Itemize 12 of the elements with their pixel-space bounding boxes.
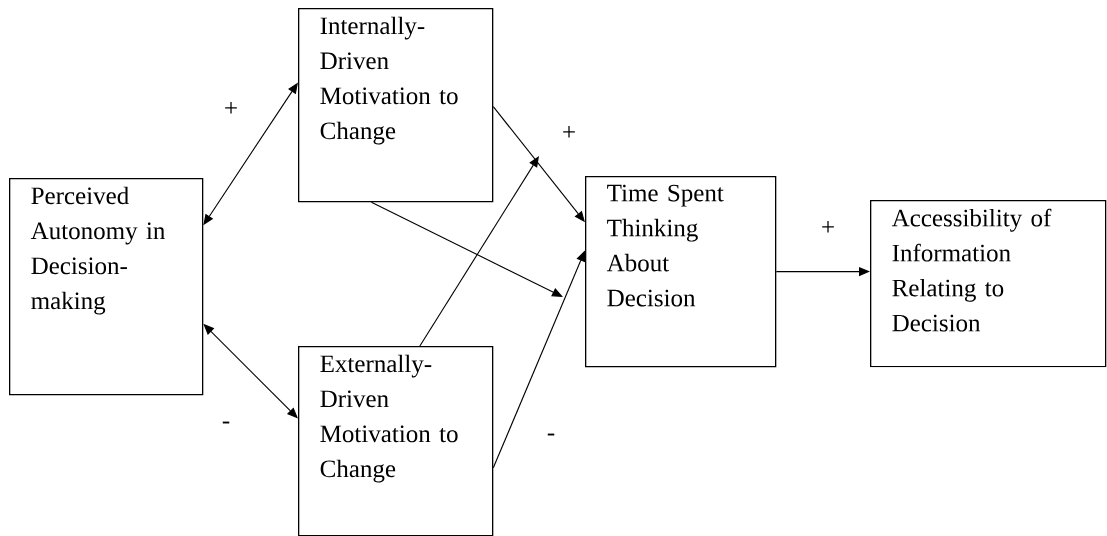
edge-label: + xyxy=(222,100,240,118)
concept-box: Internally-Driven Motivation to Change xyxy=(298,8,494,203)
concept-box: Perceived Autonomy in Decision-making xyxy=(9,178,204,396)
concept-box: Time Spent Thinking About Decision xyxy=(585,176,777,368)
edge-label: + xyxy=(560,124,578,142)
edge-label: - xyxy=(220,420,232,430)
arrow xyxy=(419,156,539,347)
concept-box: Externally-Driven Motivation to Change xyxy=(298,346,494,536)
concept-box: Accessibility of Information Relating to Decision xyxy=(870,200,1107,368)
edge-label: + xyxy=(819,219,837,237)
edge-label: - xyxy=(545,432,557,442)
arrow xyxy=(370,201,563,297)
